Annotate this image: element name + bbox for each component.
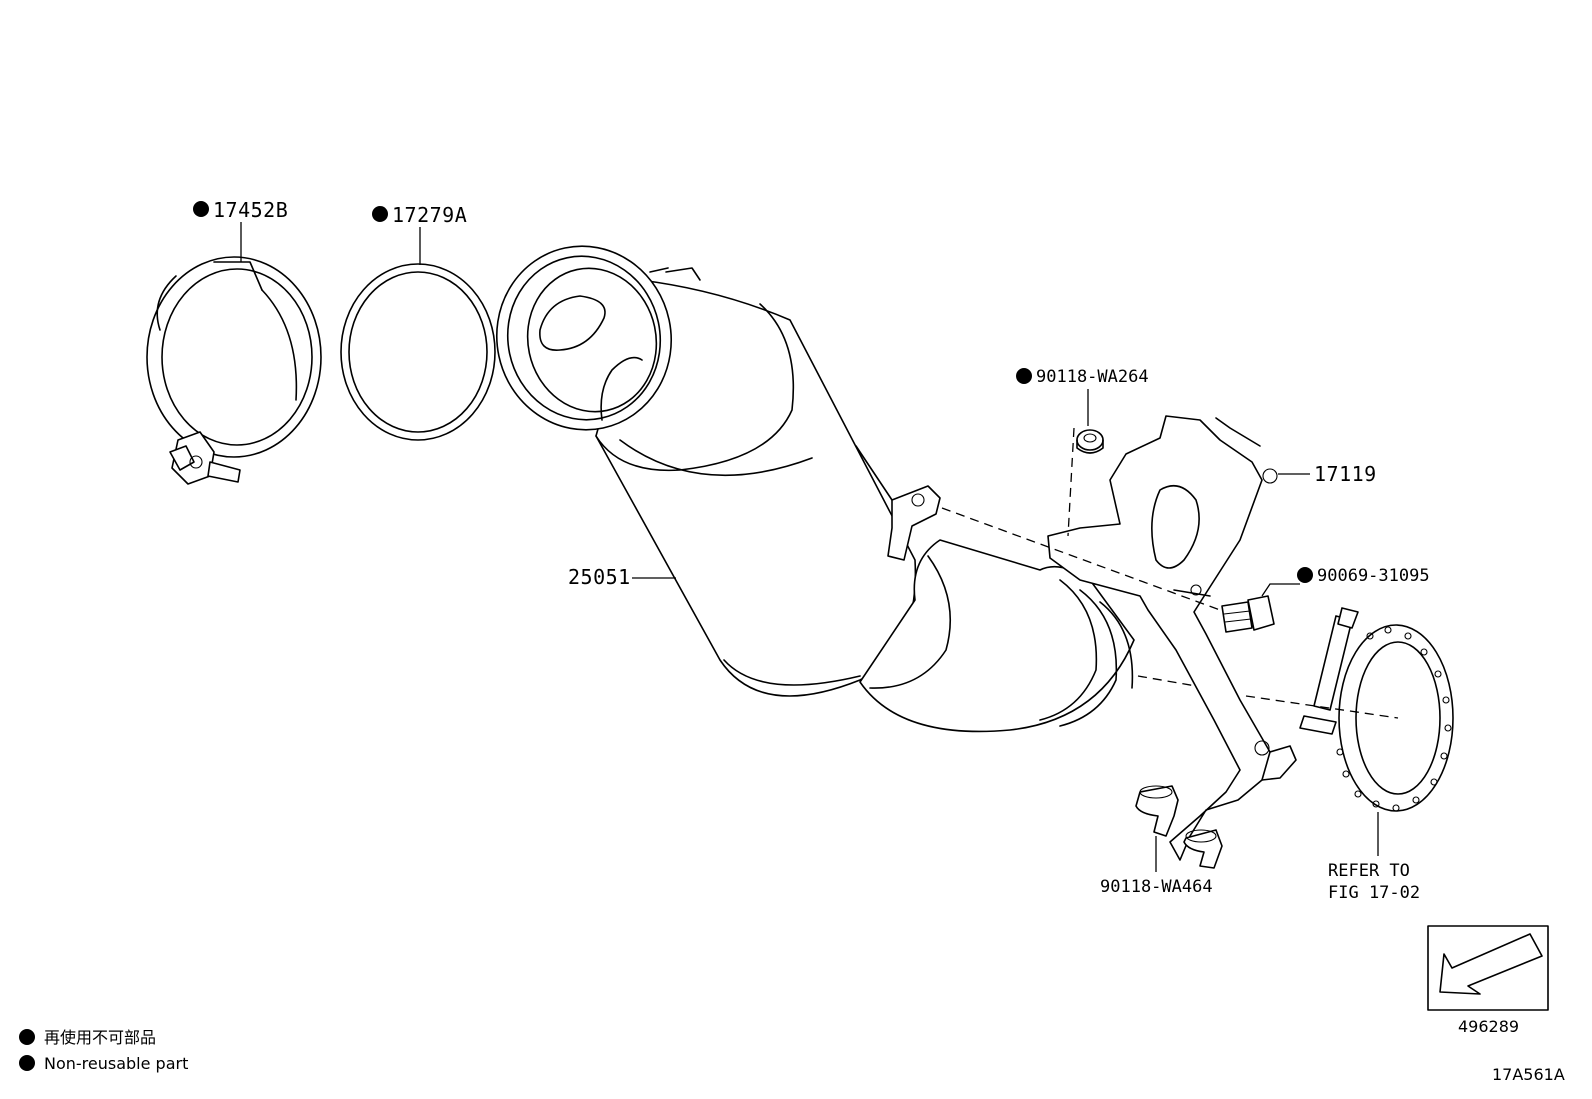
arrow-down-left-icon [1439,933,1543,995]
figure-code: 17A561A [1492,1065,1565,1084]
converter-callout: 25051 [568,565,676,589]
gasket-17279a[interactable] [340,263,496,441]
bolt-90069-31095[interactable] [1221,595,1275,633]
legend-jp-text: 再使用不可部品 [44,1028,156,1047]
nut-90118-wa464[interactable] [1135,785,1223,869]
non-reusable-marker-icon [19,1055,35,1071]
label-17119: 17119 [1314,462,1377,486]
catalytic-converter-25051[interactable] [480,230,1135,733]
label-90118-wa264: 90118-WA264 [1036,367,1149,387]
legend: 再使用不可部品 Non-reusable part [19,1028,188,1073]
nut-lower-callout: 90118-WA464 [1100,836,1213,897]
clamp-callout: 17452B [193,198,288,262]
non-reusable-marker-icon [372,206,388,222]
fig-reference-text: FIG 17-02 [1328,883,1420,903]
clamp-17452b[interactable] [146,256,322,485]
bolt-callout: 90069-31095 [1261,566,1430,597]
label-25051: 25051 [568,565,631,589]
direction-indicator: 496289 [1427,925,1549,1036]
label-90069-31095: 90069-31095 [1317,566,1430,586]
non-reusable-marker-icon [1297,567,1313,583]
nut-90118-wa264[interactable] [1076,429,1104,454]
legend-en-text: Non-reusable part [44,1054,188,1073]
direction-code: 496289 [1458,1017,1519,1036]
refer-to-text: REFER TO [1328,861,1410,881]
nut-upper-callout: 90118-WA264 [1016,367,1149,426]
non-reusable-marker-icon [19,1029,35,1045]
non-reusable-marker-icon [193,201,209,217]
bracket-callout: 17119 [1278,462,1377,486]
bracket-17119[interactable] [1047,415,1297,861]
label-90118-wa464: 90118-WA464 [1100,877,1213,897]
flange-gasket-ring[interactable] [1299,607,1454,812]
assembly-dashed-lines [941,427,1399,719]
label-17452b: 17452B [213,198,288,222]
label-17279a: 17279A [392,203,467,227]
reference-note: REFER TO FIG 17-02 [1328,812,1420,903]
gasket-callout: 17279A [372,203,467,265]
non-reusable-marker-icon [1016,368,1032,384]
